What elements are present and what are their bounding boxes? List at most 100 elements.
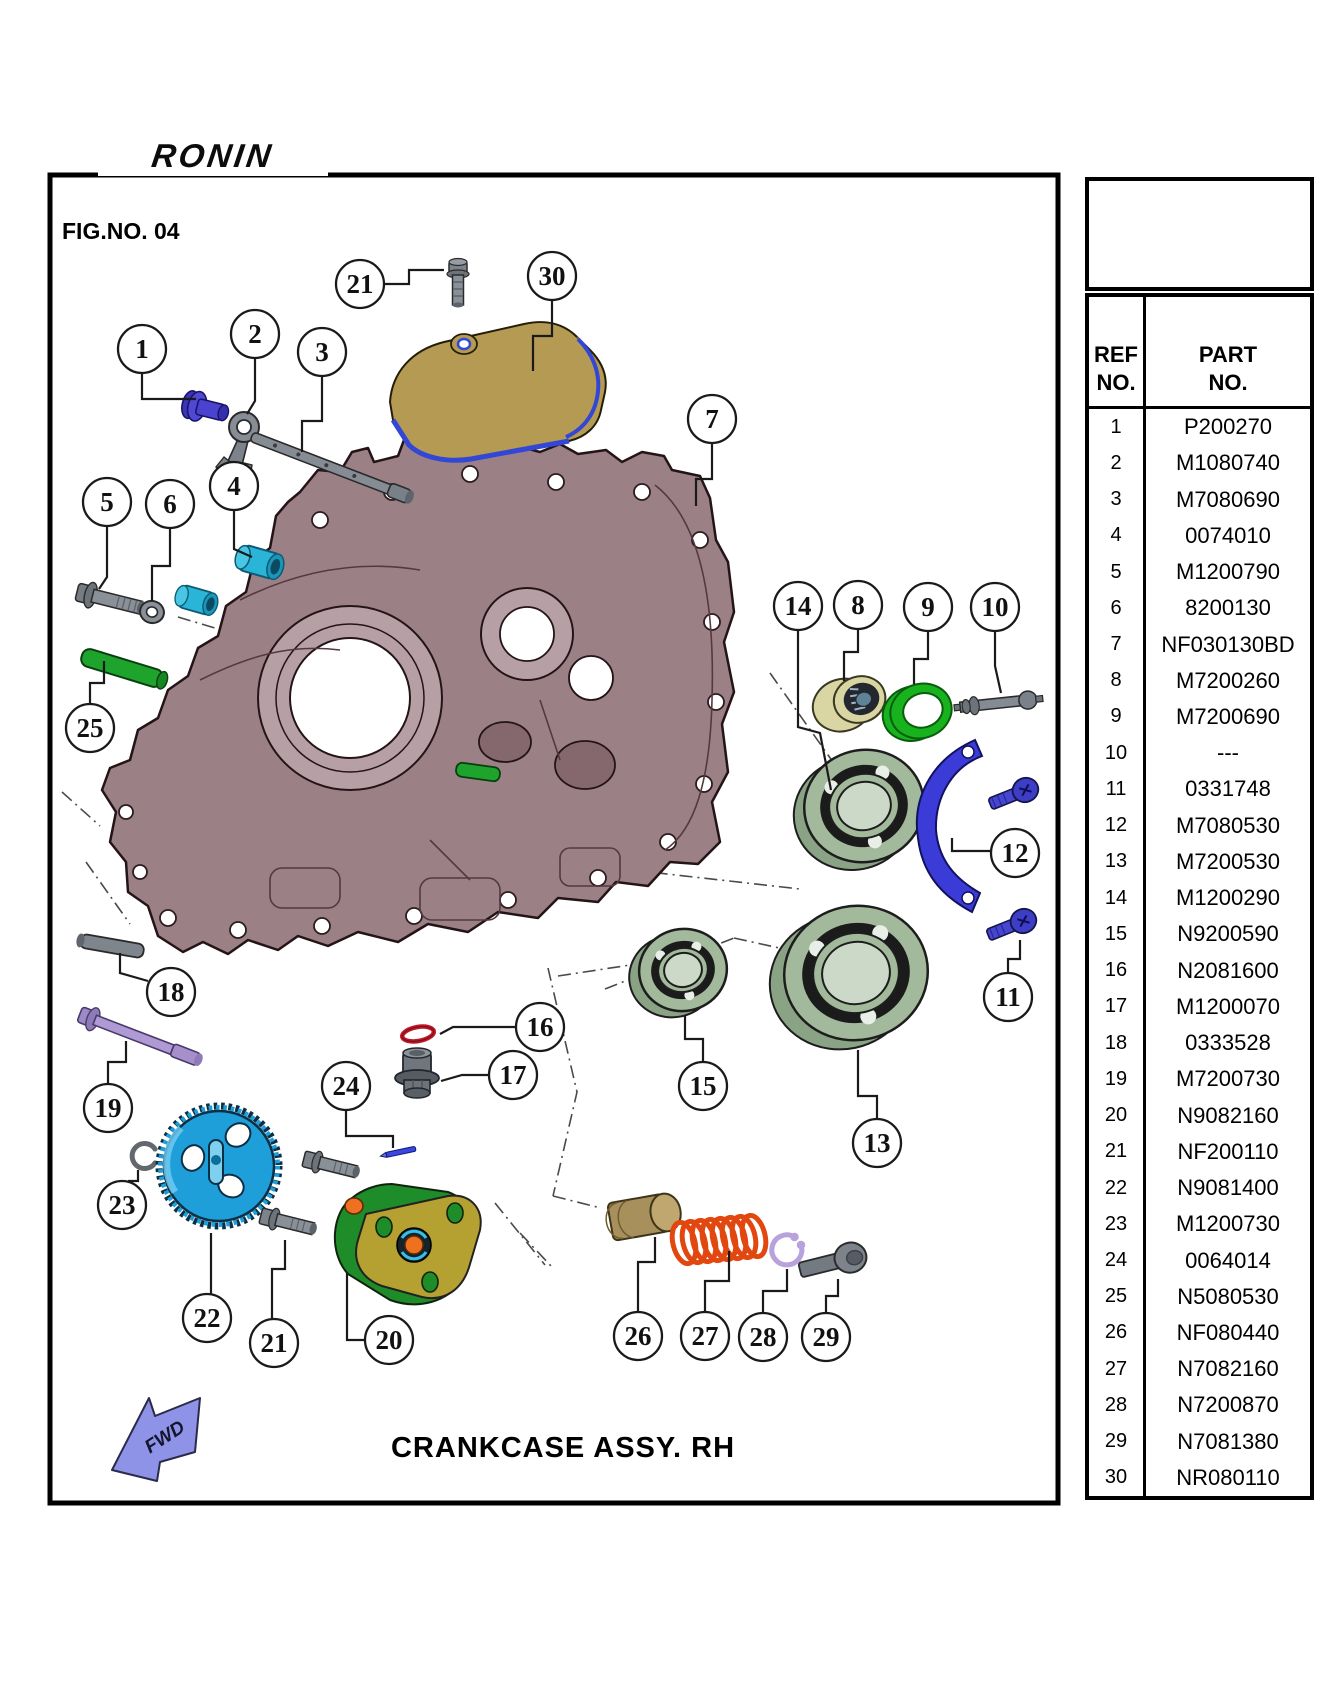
- svg-text:14: 14: [785, 591, 812, 621]
- bolt-gray-upper: [301, 1150, 360, 1179]
- part-21-bolt-bottom: [258, 1207, 317, 1236]
- ref-no-cell: 26: [1089, 1314, 1146, 1352]
- callout-balloon-10: 10: [969, 581, 1021, 633]
- callout-balloon-7: 7: [686, 393, 738, 445]
- callout-balloon-28: 28: [737, 1311, 789, 1363]
- part-29-bolt: [797, 1241, 868, 1278]
- part-11-screw-upper: [988, 776, 1040, 810]
- svg-text:12: 12: [1002, 838, 1029, 868]
- leader-line-12: [950, 838, 990, 853]
- leader-line-5: [98, 527, 109, 590]
- ref-no-cell: 3: [1089, 481, 1146, 518]
- svg-text:22: 22: [194, 1303, 221, 1333]
- fwd-arrow: FWD: [111, 1397, 201, 1482]
- parts-table-header: REF NO. PART NO.: [1089, 297, 1310, 409]
- svg-text:23: 23: [109, 1190, 136, 1220]
- part-no-cell: P200270: [1183, 414, 1273, 440]
- part-20-oil-pump: [334, 1182, 482, 1306]
- callout-balloon-22: 22: [181, 1292, 233, 1344]
- leader-line-30: [531, 301, 554, 371]
- callout-balloon-18: 18: [145, 966, 197, 1018]
- svg-text:24: 24: [333, 1071, 360, 1101]
- ref-no-cell: 20: [1089, 1097, 1146, 1134]
- svg-text:13: 13: [864, 1128, 891, 1158]
- part-25-pin-green: [80, 648, 169, 690]
- ref-no-cell: 24: [1089, 1242, 1146, 1279]
- part-3-rod: [250, 432, 414, 504]
- svg-text:28: 28: [750, 1322, 777, 1352]
- svg-text:10: 10: [982, 592, 1009, 622]
- brand-logo: RONIN: [98, 136, 328, 176]
- part-no-cell: 0331748: [1185, 776, 1271, 802]
- ref-no-cell: 30: [1089, 1459, 1146, 1497]
- parts-table-title-box: [1085, 177, 1314, 291]
- leader-line-18: [118, 953, 149, 983]
- svg-text:29: 29: [813, 1322, 840, 1352]
- ref-no-cell: 6: [1089, 590, 1146, 627]
- ref-no-header: REF NO.: [1089, 297, 1146, 406]
- ref-no-cell: 1: [1089, 409, 1146, 446]
- leader-line-27: [703, 1251, 731, 1312]
- part-22-gear: [155, 1102, 283, 1230]
- svg-text:21: 21: [347, 269, 374, 299]
- ref-no-cell: 12: [1089, 807, 1146, 844]
- leader-line-10: [993, 632, 1003, 694]
- callout-balloon-14: 14: [772, 580, 824, 632]
- part-no-cell: 0333528: [1185, 1030, 1271, 1056]
- callout-balloon-20: 20: [363, 1314, 415, 1366]
- part-no-cell: NR080110: [1176, 1464, 1280, 1490]
- ref-no-cell: 13: [1089, 843, 1146, 881]
- part-10-spindle: [953, 690, 1044, 716]
- leader-line-2: [246, 359, 257, 415]
- part-no-cell: ---: [1217, 740, 1239, 766]
- svg-text:4: 4: [227, 471, 241, 501]
- part-no-cell: 8200130: [1185, 595, 1271, 621]
- assembly-title: CRANKCASE ASSY. RH: [390, 1432, 736, 1464]
- callout-balloon-6: 6: [144, 478, 196, 530]
- part-24-pin: [379, 1146, 417, 1158]
- callout-balloon-15: 15: [677, 1060, 729, 1112]
- table-row: 30 NR080110: [1089, 1459, 1310, 1497]
- callout-balloon-27: 27: [679, 1310, 731, 1362]
- callout-balloon-5: 5: [81, 476, 133, 528]
- part-no-cell: NF200110: [1177, 1138, 1279, 1164]
- part-4-bushing: [234, 544, 285, 581]
- ref-no-cell: 7: [1089, 626, 1146, 663]
- ref-no-cell: 15: [1089, 916, 1146, 953]
- ref-no-cell: 17: [1089, 988, 1146, 1025]
- svg-text:6: 6: [163, 489, 177, 519]
- part-8-needle-bearing: [811, 675, 887, 733]
- part-no-cell: 0074010: [1185, 522, 1271, 548]
- leader-line-6: [150, 529, 172, 601]
- svg-text:30: 30: [539, 261, 566, 291]
- part-no-cell: N9200590: [1177, 921, 1279, 947]
- part-9-ring-green: [881, 682, 953, 742]
- callout-balloon-29: 29: [800, 1311, 852, 1363]
- leader-line-1: [140, 374, 196, 401]
- ref-no-cell: 2: [1089, 445, 1146, 482]
- part-no-cell: N7082160: [1177, 1356, 1279, 1382]
- callout-balloon-16: 16: [514, 1001, 566, 1053]
- leader-line-17: [440, 1073, 489, 1083]
- callout-balloon-30: 30: [526, 250, 578, 302]
- callout-balloon-11: 11: [982, 971, 1034, 1023]
- part-5-bolt: [74, 581, 146, 615]
- ref-no-cell: 14: [1089, 880, 1146, 917]
- bushing-second: [174, 584, 219, 616]
- ref-no-cell: 4: [1089, 517, 1146, 554]
- callout-balloon-21: 21: [248, 1317, 300, 1369]
- callout-balloon-24: 24: [320, 1060, 372, 1112]
- svg-text:20: 20: [376, 1325, 403, 1355]
